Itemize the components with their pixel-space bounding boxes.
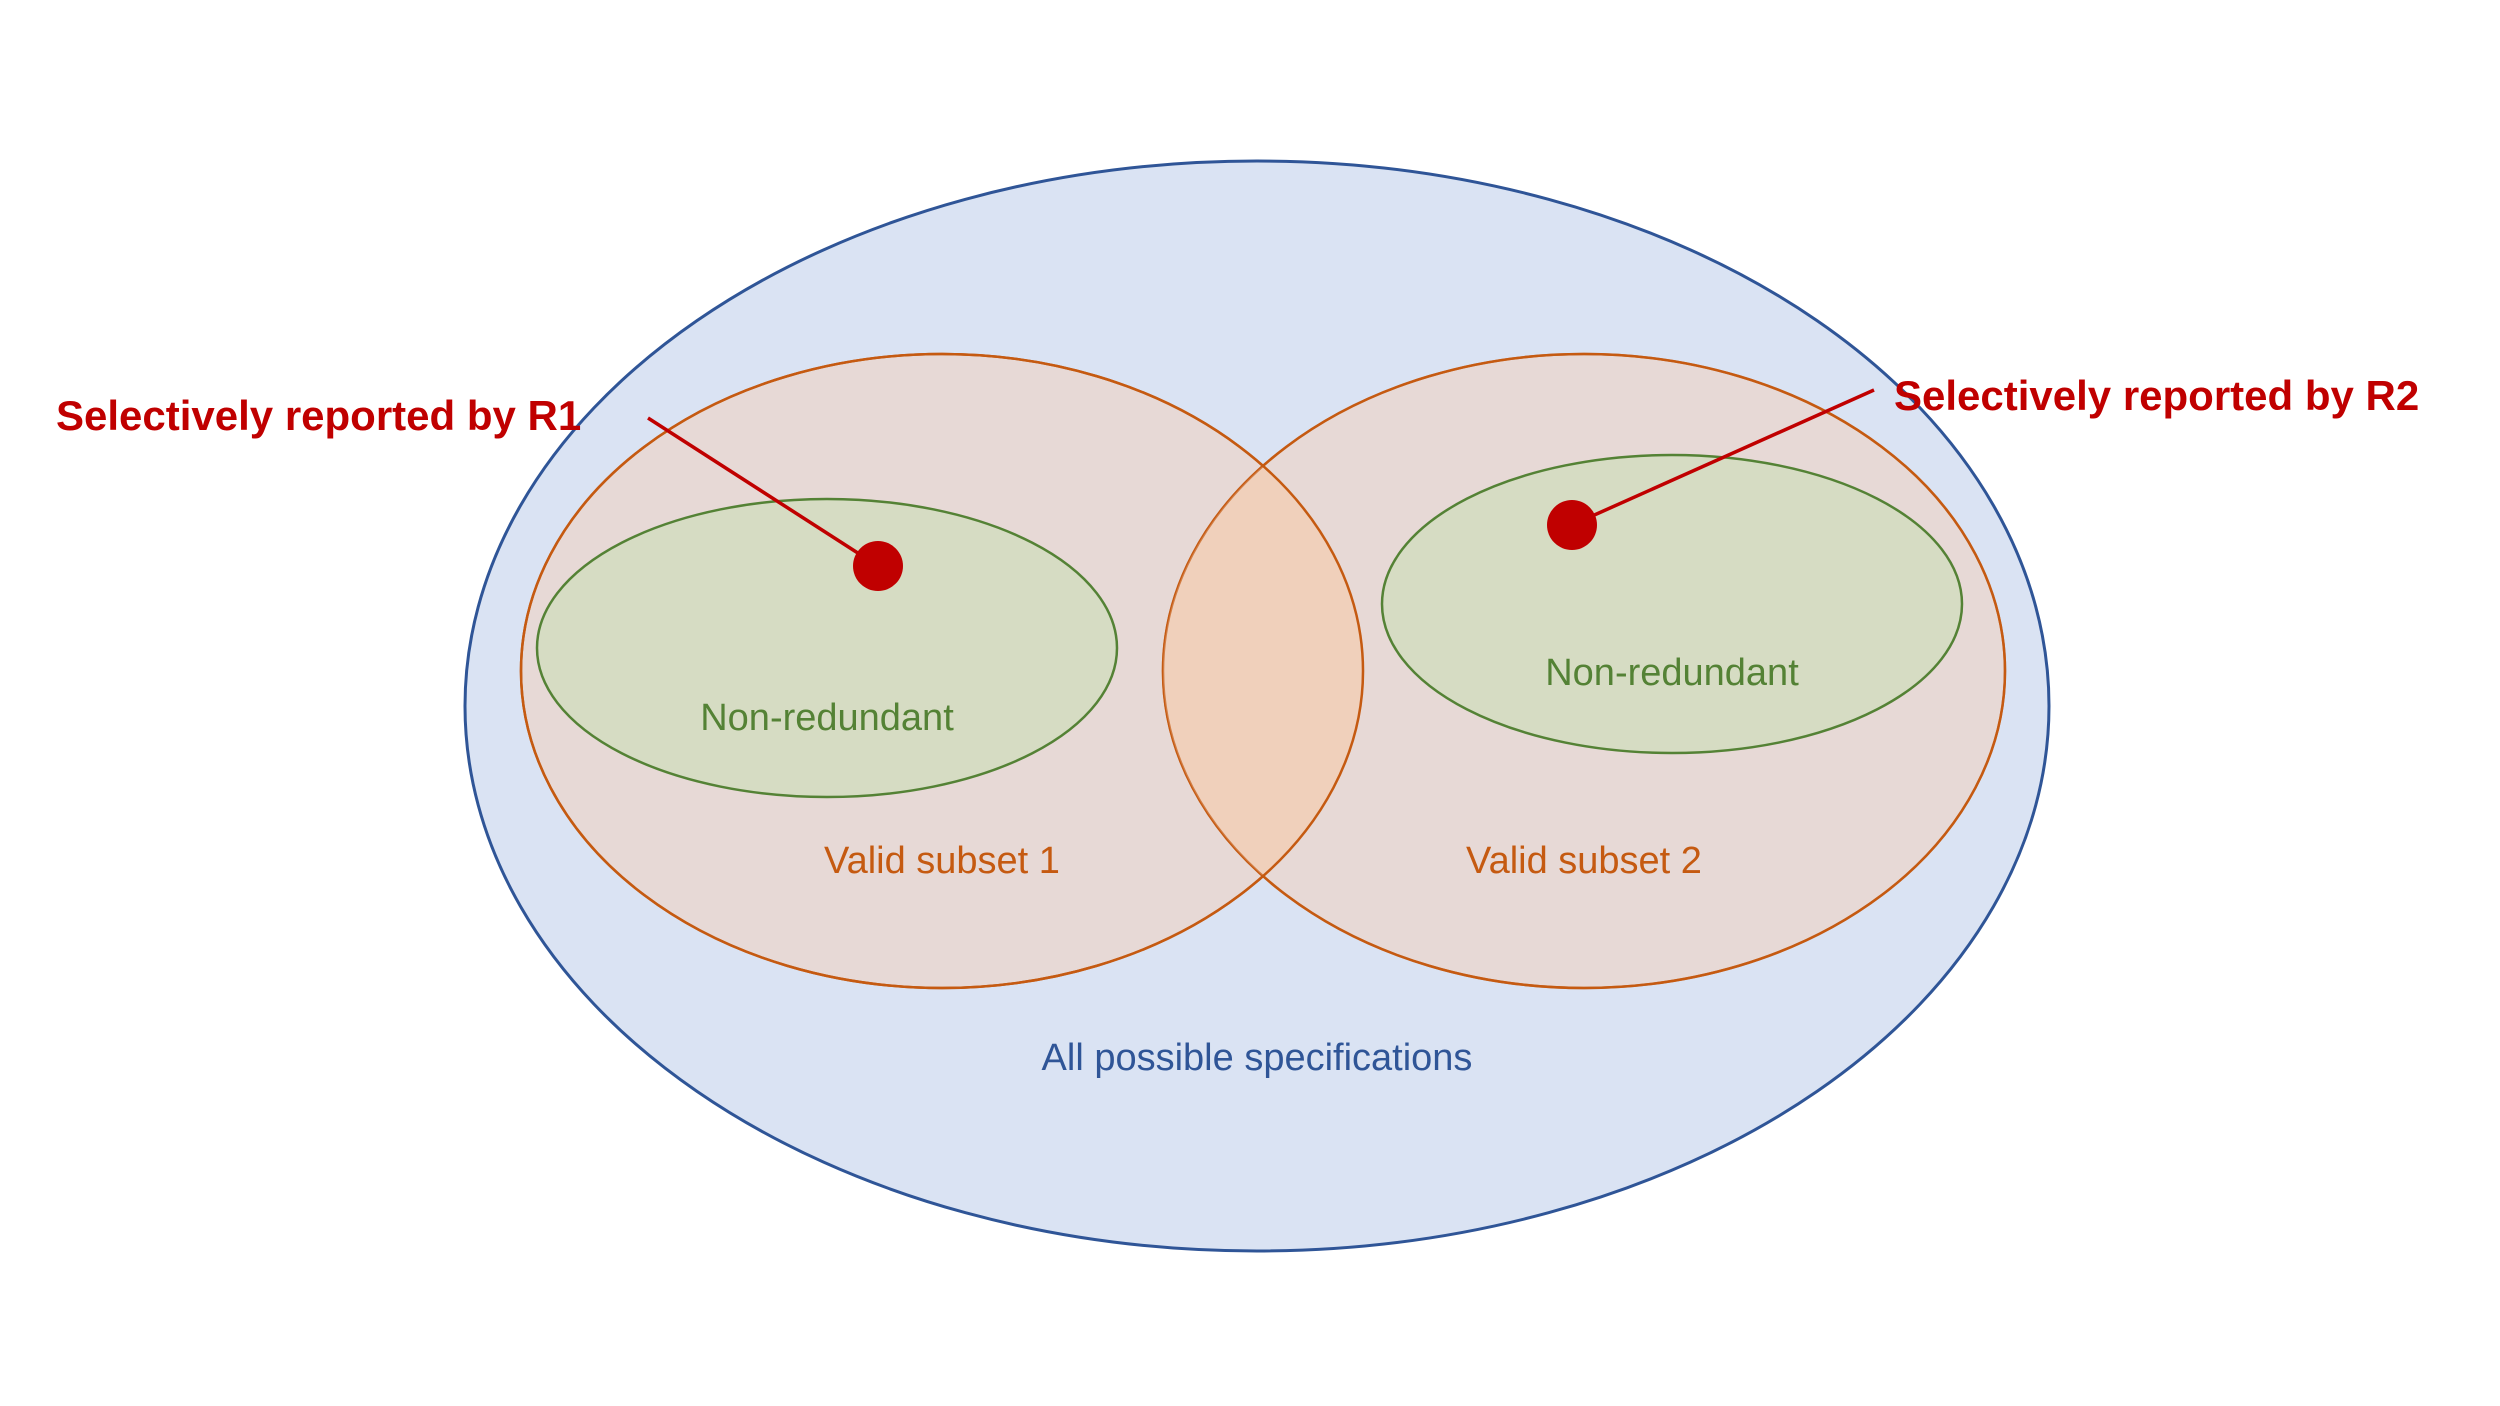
selected-spec-r2-dot	[1547, 500, 1597, 550]
selected-spec-r1-dot	[853, 541, 903, 591]
non-redundant-1-ellipse	[535, 497, 1119, 799]
non-redundant-2-ellipse	[1380, 453, 1964, 755]
callout-label-r1: Selectively reported by R1	[56, 392, 581, 439]
non-redundant-1-label: Non-redundant	[700, 697, 954, 739]
valid-subset-1-outline	[519, 352, 1365, 990]
universe-label: All possible specifications	[1042, 1037, 1473, 1079]
callout-line-r2	[1571, 388, 1875, 527]
valid-subset-2-label: Valid subset 2	[1466, 840, 1702, 882]
callout-line-r1	[647, 416, 879, 568]
callout-label-r2: Selectively reported by R2	[1894, 372, 2419, 419]
valid-subset-2-outline	[1161, 352, 2007, 990]
valid-subset-1-label: Valid subset 1	[824, 840, 1060, 882]
non-redundant-2-label: Non-redundant	[1545, 652, 1799, 694]
